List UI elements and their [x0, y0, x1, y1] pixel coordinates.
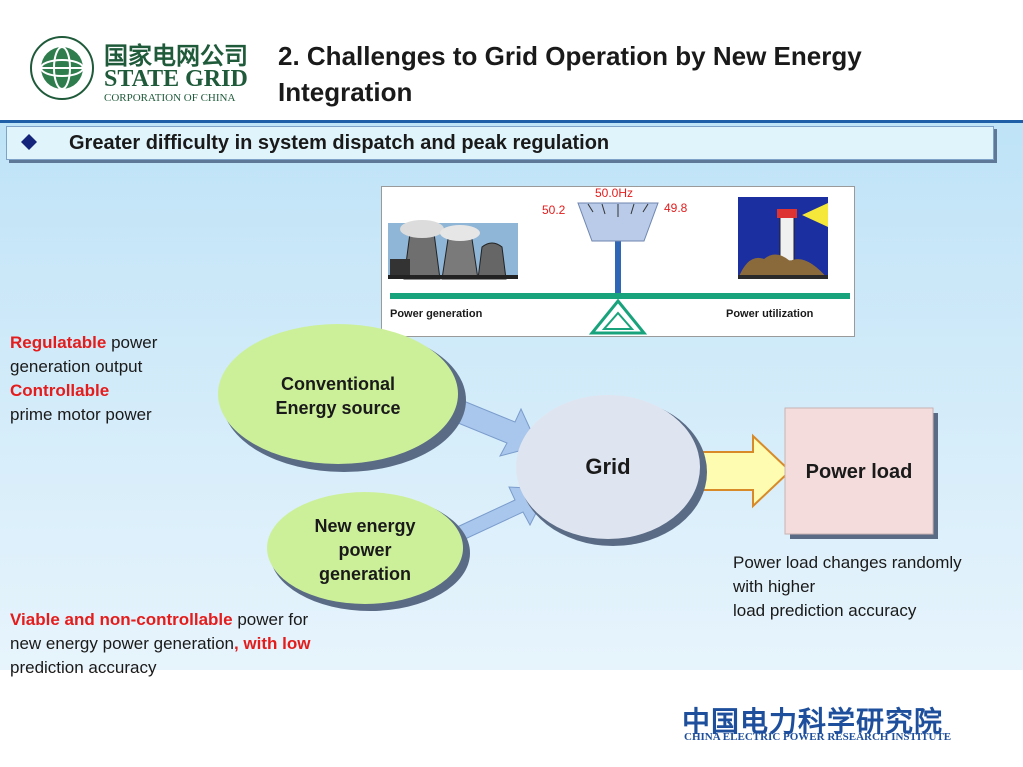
frequency-left-label: 50.2	[542, 203, 566, 217]
power-plant-icon	[388, 220, 518, 280]
power-load-node	[784, 407, 934, 535]
grid-label: Grid	[585, 454, 631, 479]
logo-english-name: STATE GRID	[104, 66, 248, 92]
logo-sub-name: CORPORATION OF CHINA	[104, 92, 236, 104]
power-load-note-line1: Power load changes randomly	[733, 553, 962, 572]
new-energy-node	[267, 492, 463, 604]
lighthouse-icon	[738, 197, 828, 279]
balance-scale-figure: 50.0Hz 50.2 49.8 Power generation Power …	[381, 186, 855, 337]
regulatable-text: Regulatable	[10, 333, 107, 352]
new-energy-note: Viable and non-controllable power for ne…	[10, 608, 310, 680]
footer-english-name: CHINA ELECTRIC POWER RESEARCH INSTITUTE	[684, 731, 952, 743]
viable-text: Viable and non-controllable	[10, 610, 233, 629]
banner-text: Greater difficulty in system dispatch an…	[69, 132, 610, 154]
logo-chinese-name: 国家电网公司	[104, 42, 248, 70]
page-title: 2. Challenges to Grid Operation by New E…	[278, 41, 862, 107]
prime-motor-text: prime motor power	[10, 405, 152, 424]
power-load-label: Power load	[805, 461, 913, 483]
with-low-text: , with low	[233, 634, 311, 653]
new-energy-generation-text: new energy power generation	[10, 634, 234, 653]
header: 国家电网公司 STATE GRID CORPORATION OF CHINA 2…	[0, 0, 1023, 118]
prediction-accuracy-text: prediction accuracy	[10, 658, 157, 677]
frequency-right-label: 49.8	[664, 201, 688, 215]
controllable-text: Controllable	[10, 381, 110, 400]
header-divider	[0, 120, 1023, 123]
diamond-bullet-icon	[21, 134, 37, 150]
frequency-center-label: 50.0Hz	[595, 186, 634, 200]
generation-output-text: generation output	[10, 357, 143, 376]
state-grid-logo: 国家电网公司 STATE GRID CORPORATION OF CHINA	[28, 34, 264, 108]
viable-rest-text: power for	[232, 610, 309, 629]
arrow-grid-to-load	[694, 433, 792, 509]
section-banner: Greater difficulty in system dispatch an…	[6, 126, 994, 160]
conventional-energy-label: Conventional Energy source	[275, 374, 401, 418]
new-energy-label: New energy power generation	[314, 516, 416, 584]
grid-node	[516, 395, 700, 539]
regulatable-rest-text: power	[106, 333, 158, 352]
power-load-note: Power load changes randomly with higher …	[733, 551, 962, 623]
power-generation-label: Power generation	[390, 308, 483, 320]
power-utilization-label: Power utilization	[726, 308, 814, 320]
footer-chinese-name: 中国电力科学研究院	[682, 705, 944, 738]
regulatable-note: Regulatable power generation output Cont…	[10, 331, 157, 427]
power-load-note-line2: with higher	[733, 577, 816, 596]
conventional-energy-node	[218, 324, 458, 464]
power-load-note-line3: load prediction accuracy	[733, 601, 917, 620]
